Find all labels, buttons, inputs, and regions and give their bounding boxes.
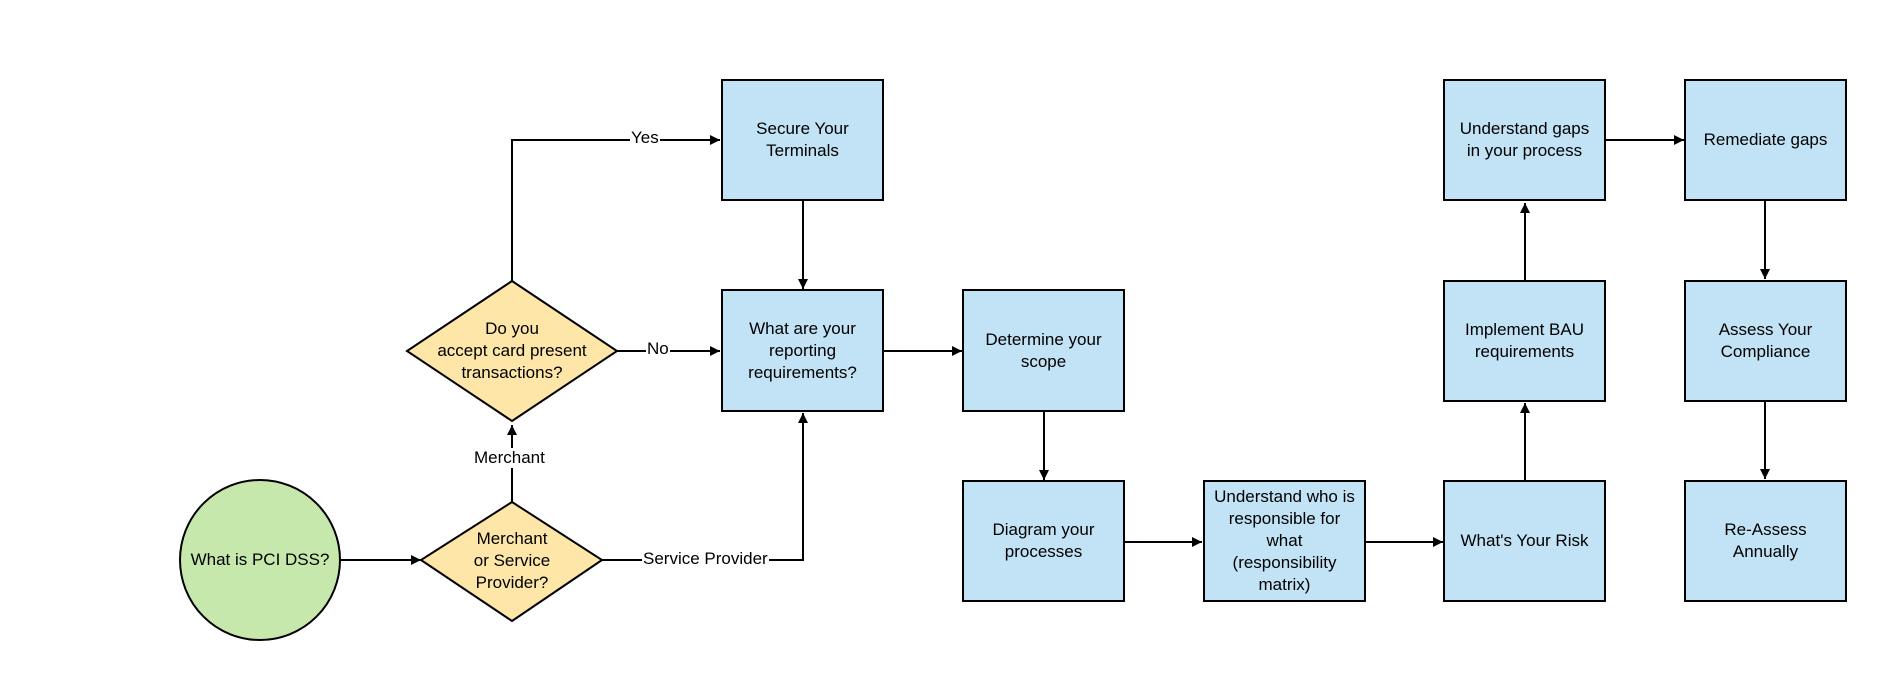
card-present-decision xyxy=(405,279,619,423)
edge-label-service-provider: Service Provider xyxy=(642,549,769,569)
understand-gaps-box xyxy=(1443,79,1606,201)
merchant-or-provider-decision xyxy=(419,500,604,623)
secure-terminals-box xyxy=(721,79,884,201)
edge-card-present-to-terminals xyxy=(511,135,720,281)
determine-scope-box xyxy=(962,289,1125,412)
reporting-requirements-label: What are your reporting requirements? xyxy=(748,318,857,382)
edge-label-merchant: Merchant xyxy=(473,448,546,468)
remediate-gaps-box xyxy=(1684,79,1847,201)
implement-bau-box xyxy=(1443,280,1606,402)
whats-your-risk-label: What's Your Risk xyxy=(1460,531,1589,550)
reassess-annually-box xyxy=(1684,480,1847,602)
reassess-annually-label: Re-Assess Annually xyxy=(1724,520,1807,561)
start-node-label: What is PCI DSS? xyxy=(190,550,330,569)
assess-compliance-box xyxy=(1684,280,1847,402)
responsibility-matrix-label: Understand who is responsible for what (… xyxy=(1214,487,1355,594)
edge-decision-to-reporting xyxy=(602,413,808,561)
whats-your-risk-box xyxy=(1443,480,1606,602)
secure-terminals-label: Secure Your Terminals xyxy=(756,119,849,160)
edge-label-no: No xyxy=(646,339,670,359)
implement-bau-label: Implement BAU requirements xyxy=(1464,320,1585,361)
reporting-requirements-box xyxy=(721,289,884,412)
diagram-processes-box xyxy=(962,480,1125,602)
card-present-label: Do you accept card present transactions? xyxy=(437,319,587,382)
assess-compliance-label: Assess Your Compliance xyxy=(1718,320,1813,361)
diagram-processes-label: Diagram your processes xyxy=(992,520,1095,561)
merchant-or-provider-label: Merchant or Service Provider? xyxy=(473,529,551,592)
edge-label-yes: Yes xyxy=(630,128,660,148)
remediate-gaps-label: Remediate gaps xyxy=(1703,130,1828,149)
understand-gaps-label: Understand gaps in your process xyxy=(1459,119,1590,160)
responsibility-matrix-box xyxy=(1203,480,1366,602)
determine-scope-label: Determine your scope xyxy=(985,329,1102,371)
start-node xyxy=(179,479,341,641)
